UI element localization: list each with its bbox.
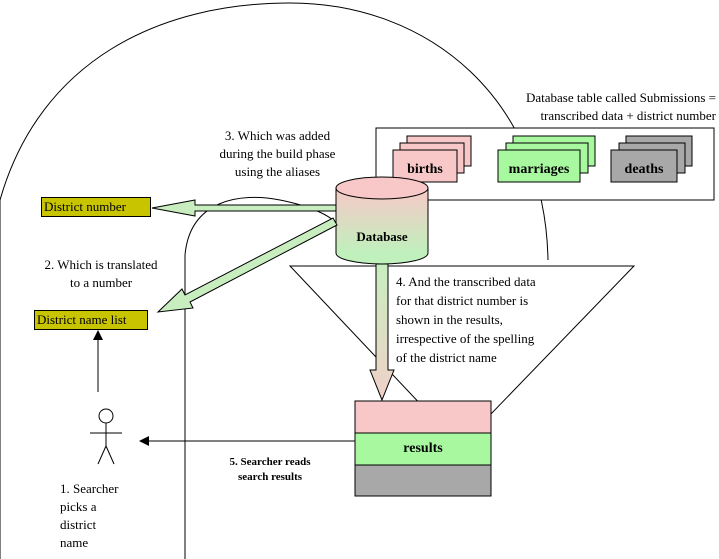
step1-text: 1. Searcher picks a district name (60, 480, 170, 552)
step5-line-2: search results (237, 471, 303, 483)
results-stack (354, 400, 492, 497)
step1-line-3: district (60, 517, 97, 532)
births-stack (392, 135, 472, 183)
searcher-figure (90, 408, 122, 465)
arrow-db-to-results (369, 263, 395, 402)
step1-line-4: name (60, 535, 89, 550)
step3-line-2: during the build phase (219, 146, 336, 161)
step1-line-1: 1. Searcher (60, 481, 119, 496)
marriages-stack (497, 135, 596, 183)
step2-line-1: 2. Which is translated (44, 257, 158, 272)
step4-line-3: shown in the results, (396, 312, 503, 327)
district-name-list-box: District name list (34, 310, 148, 330)
inverted-triangle (288, 265, 636, 447)
deaths-label: deaths (624, 162, 664, 177)
step5-text: 5. Searcher reads search results (200, 455, 340, 485)
step4-line-4: irrespective of the spelling (396, 331, 535, 346)
step2-line-2: to a number (69, 275, 133, 290)
step4-line-2: for that district number is (396, 293, 529, 308)
submissions-caption: Database table called Submissions = tran… (470, 89, 716, 125)
step1-line-2: picks a (60, 499, 97, 514)
step5-line-1: 5. Searcher reads (229, 456, 311, 468)
arrow-db-to-district-name-list (156, 217, 338, 313)
database-cylinder (335, 176, 429, 265)
district-number-box: District number (41, 197, 151, 217)
step3-line-3: using the aliases (234, 164, 321, 179)
arrow-db-to-district-number (151, 199, 337, 217)
submissions-caption-line-2: transcribed data + district number (540, 108, 716, 123)
step4-line-5: of the district name (396, 350, 497, 365)
births-label: births (407, 162, 443, 177)
step3-line-1: 3. Which was added (224, 128, 331, 143)
step4-line-1: 4. And the transcribed data (396, 274, 536, 289)
deaths-stack (610, 135, 693, 183)
inner-arch (184, 196, 339, 559)
step3-text: 3. Which was added during the build phas… (195, 127, 360, 181)
submissions-caption-line-1: Database table called Submissions = (525, 90, 716, 105)
step2-text: 2. Which is translated to a number (22, 256, 180, 292)
step4-text: 4. And the transcribed data for that dis… (396, 272, 596, 367)
marriages-label: marriages (508, 162, 570, 177)
results-label: results (403, 441, 443, 456)
database-label: Database (356, 229, 408, 244)
